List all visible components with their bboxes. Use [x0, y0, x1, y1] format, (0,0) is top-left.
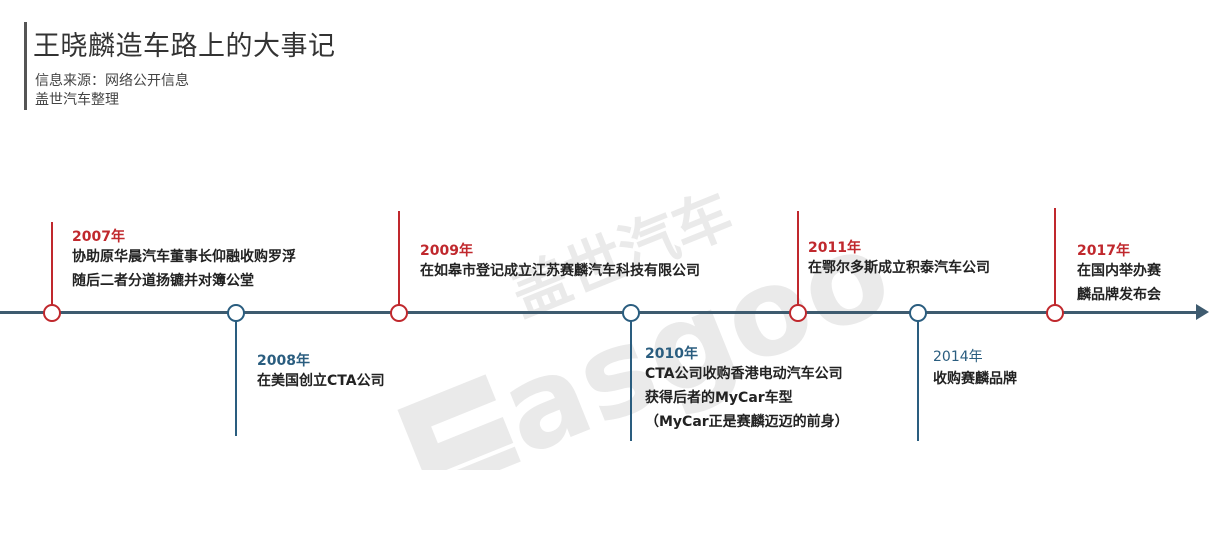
event-2008: 在美国创立CTA公司 [257, 369, 385, 393]
year-2011: 2011年 [808, 240, 861, 256]
event-2017-line2: 麟品牌发布会 [1077, 287, 1161, 303]
watermark-cn: 盖世汽车 [501, 180, 742, 330]
event-2009: 在如皋市登记成立江苏赛麟汽车科技有限公司 [420, 259, 700, 283]
node-2017 [1046, 304, 1064, 322]
event-2017: 在国内举办赛 麟品牌发布会 [1077, 259, 1161, 307]
node-2007 [43, 304, 61, 322]
stem-2008 [235, 313, 237, 436]
event-2014: 收购赛麟品牌 [933, 367, 1017, 391]
event-2008-line1: 在美国创立CTA公司 [257, 373, 385, 389]
year-2009: 2009年 [420, 243, 473, 259]
event-2017-line1: 在国内举办赛 [1077, 263, 1161, 279]
event-2010-line1: CTA公司收购香港电动汽车公司 [645, 366, 843, 382]
stem-2011 [797, 211, 799, 312]
event-2011-line1: 在鄂尔多斯成立积泰汽车公司 [808, 260, 990, 276]
credit-note: 盖世汽车整理 [35, 92, 119, 108]
year-2010: 2010年 [645, 346, 698, 362]
event-2010: CTA公司收购香港电动汽车公司 获得后者的MyCar车型 （MyCar正是赛麟迈… [645, 362, 849, 434]
event-2007-line2: 随后二者分道扬镳并对簿公堂 [72, 273, 254, 289]
event-2010-line3: （MyCar正是赛麟迈迈的前身） [645, 414, 849, 430]
year-2008: 2008年 [257, 353, 310, 369]
node-2010 [622, 304, 640, 322]
year-2017: 2017年 [1077, 243, 1130, 259]
stem-2017 [1054, 208, 1056, 312]
header-accent-bar [24, 22, 27, 110]
event-2011: 在鄂尔多斯成立积泰汽车公司 [808, 256, 990, 280]
stem-2010 [630, 313, 632, 441]
year-2014: 2014年 [933, 349, 983, 365]
node-2009 [390, 304, 408, 322]
node-2011 [789, 304, 807, 322]
event-2007-line1: 协助原华晨汽车董事长仰融收购罗浮 [72, 249, 296, 265]
node-2008 [227, 304, 245, 322]
event-2014-line1: 收购赛麟品牌 [933, 371, 1017, 387]
source-note: 信息来源：网络公开信息 [35, 73, 189, 89]
stem-2009 [398, 211, 400, 312]
event-2010-line2: 获得后者的MyCar车型 [645, 390, 793, 406]
arrow-right-icon [1196, 304, 1209, 320]
stem-2014 [917, 313, 919, 441]
event-2009-line1: 在如皋市登记成立江苏赛麟汽车科技有限公司 [420, 263, 700, 279]
timeline-axis [0, 311, 1200, 314]
year-2007: 2007年 [72, 229, 125, 245]
node-2014 [909, 304, 927, 322]
stem-2007 [51, 222, 53, 312]
page-title: 王晓麟造车路上的大事记 [33, 31, 336, 62]
event-2007: 协助原华晨汽车董事长仰融收购罗浮 随后二者分道扬镳并对簿公堂 [72, 245, 296, 293]
